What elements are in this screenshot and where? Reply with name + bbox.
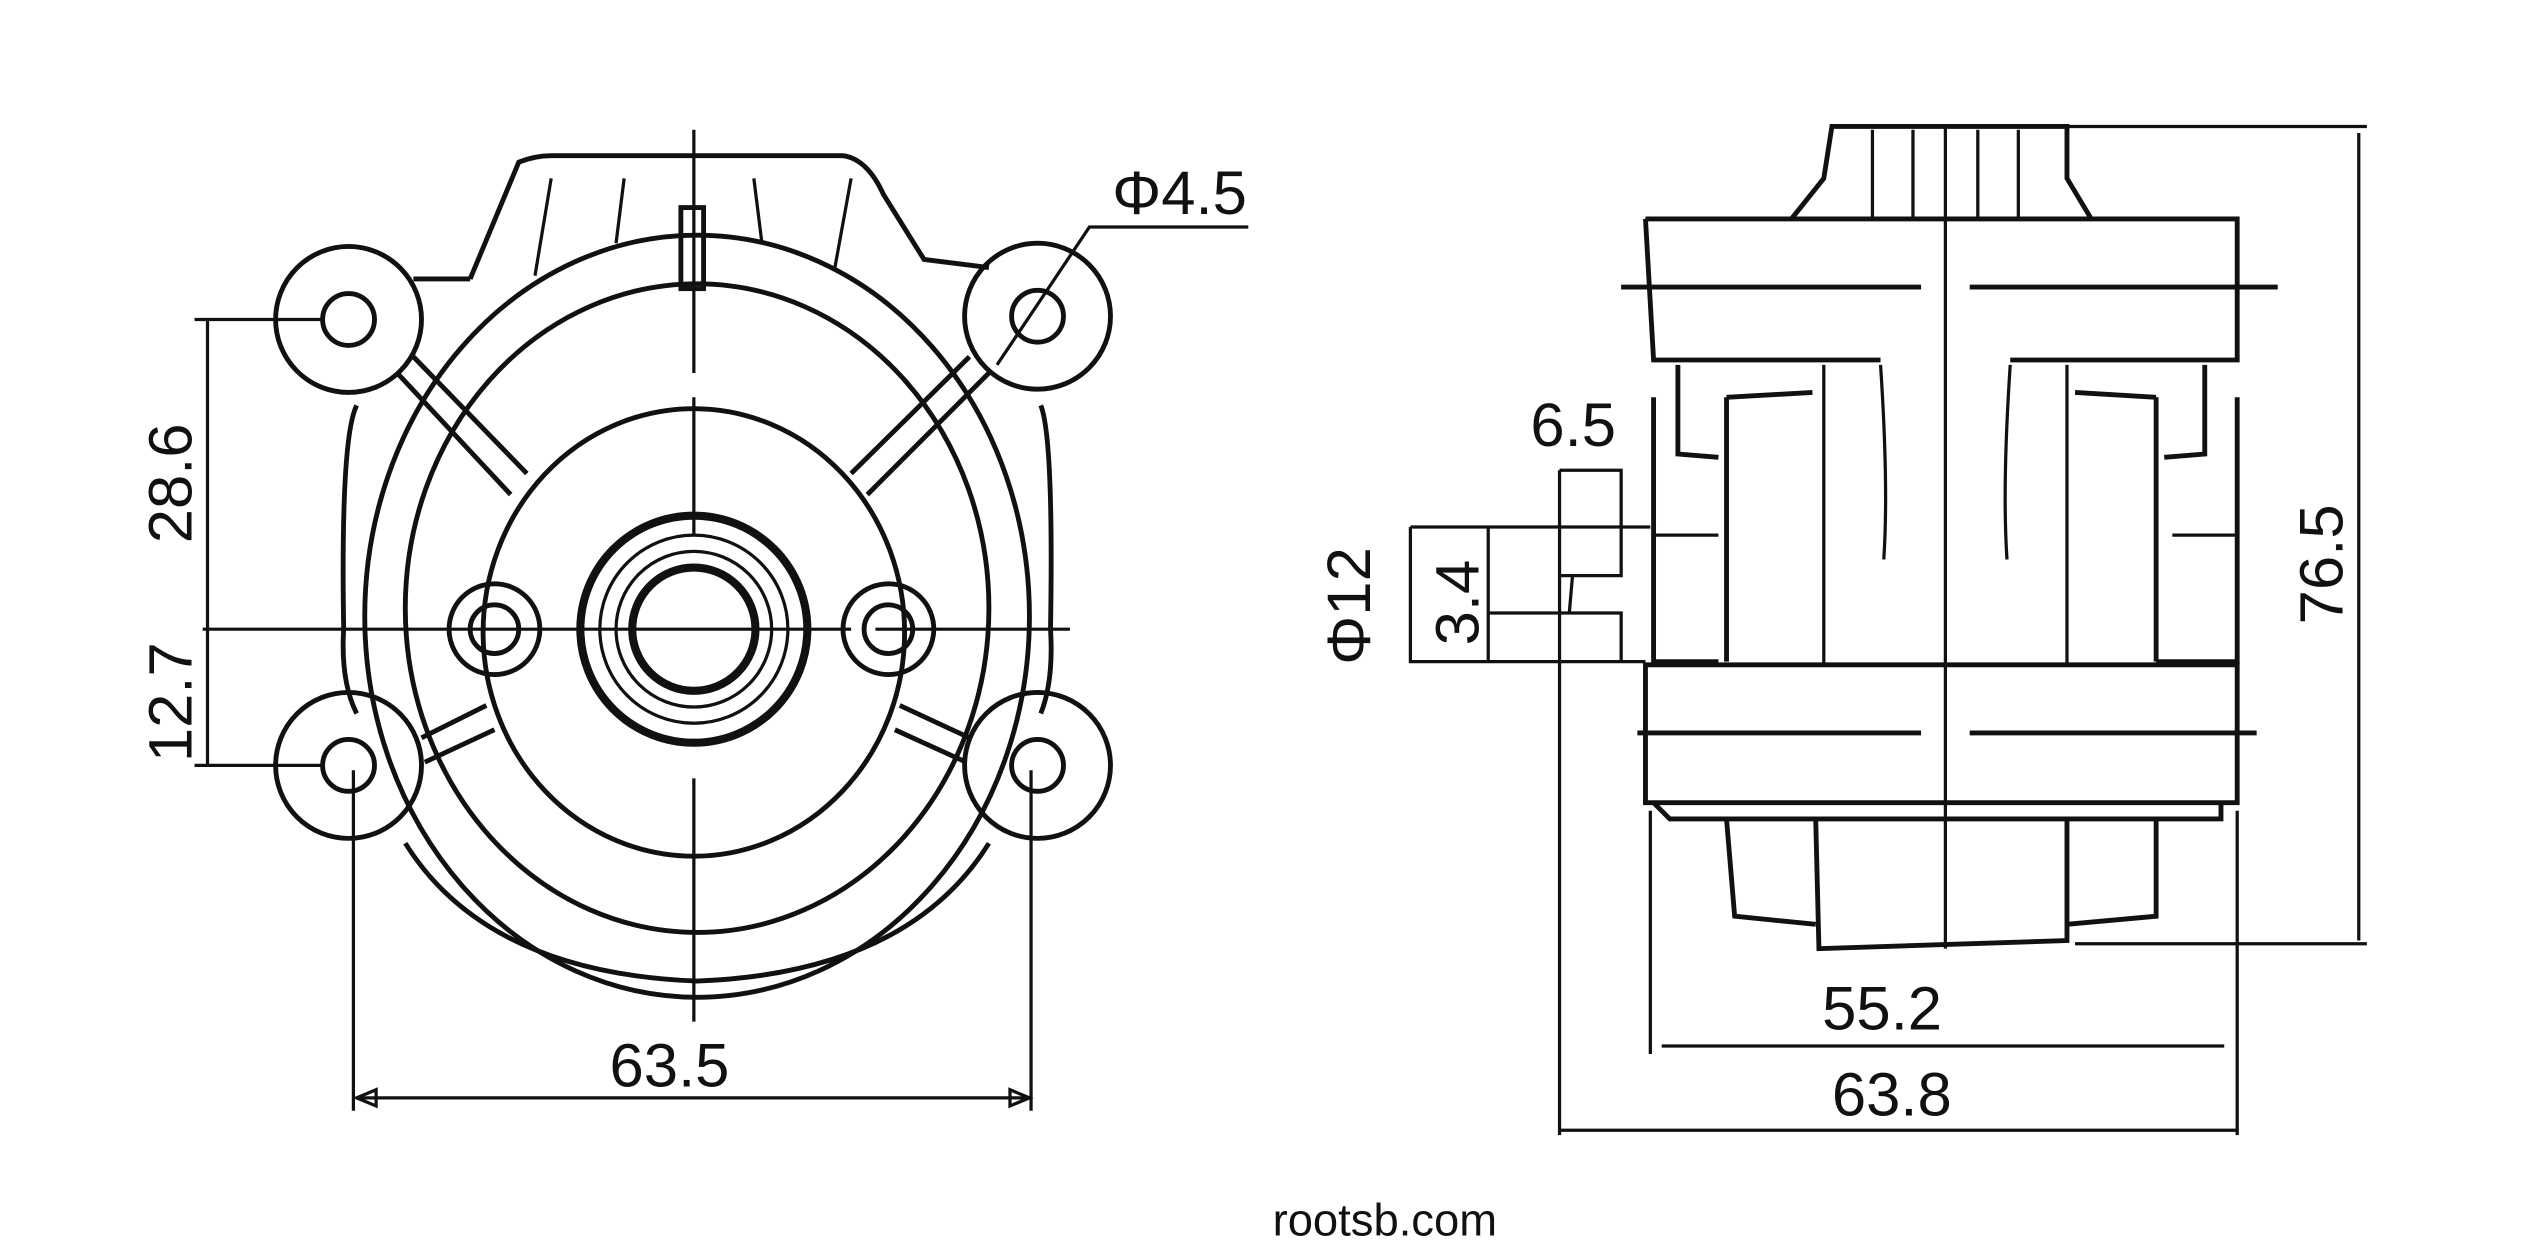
dim-upper-vertical: 28.6: [136, 423, 205, 543]
dim-phi12: Φ12: [1315, 547, 1384, 665]
watermark: rootsb.com: [1273, 1195, 1497, 1246]
mounting-ears: [273, 240, 1113, 841]
dim-3-4: 3.4: [1424, 560, 1493, 646]
dim-outer-width: 63.8: [1832, 1061, 1952, 1130]
dim-inner-width: 55.2: [1822, 975, 1942, 1044]
front-view: Φ4.5 28.6 12.7 63.5: [136, 129, 1249, 1111]
dim-hole-dia: Φ4.5: [1112, 159, 1247, 228]
dim-6-5: 6.5: [1530, 391, 1616, 460]
side-view: 6.5 3.4 Φ12 76.5 55.2 63.8: [1315, 124, 2367, 1136]
dim-width: 63.5: [610, 1031, 730, 1100]
dim-height: 76.5: [2288, 504, 2357, 624]
dim-lower-vertical: 12.7: [136, 642, 205, 762]
